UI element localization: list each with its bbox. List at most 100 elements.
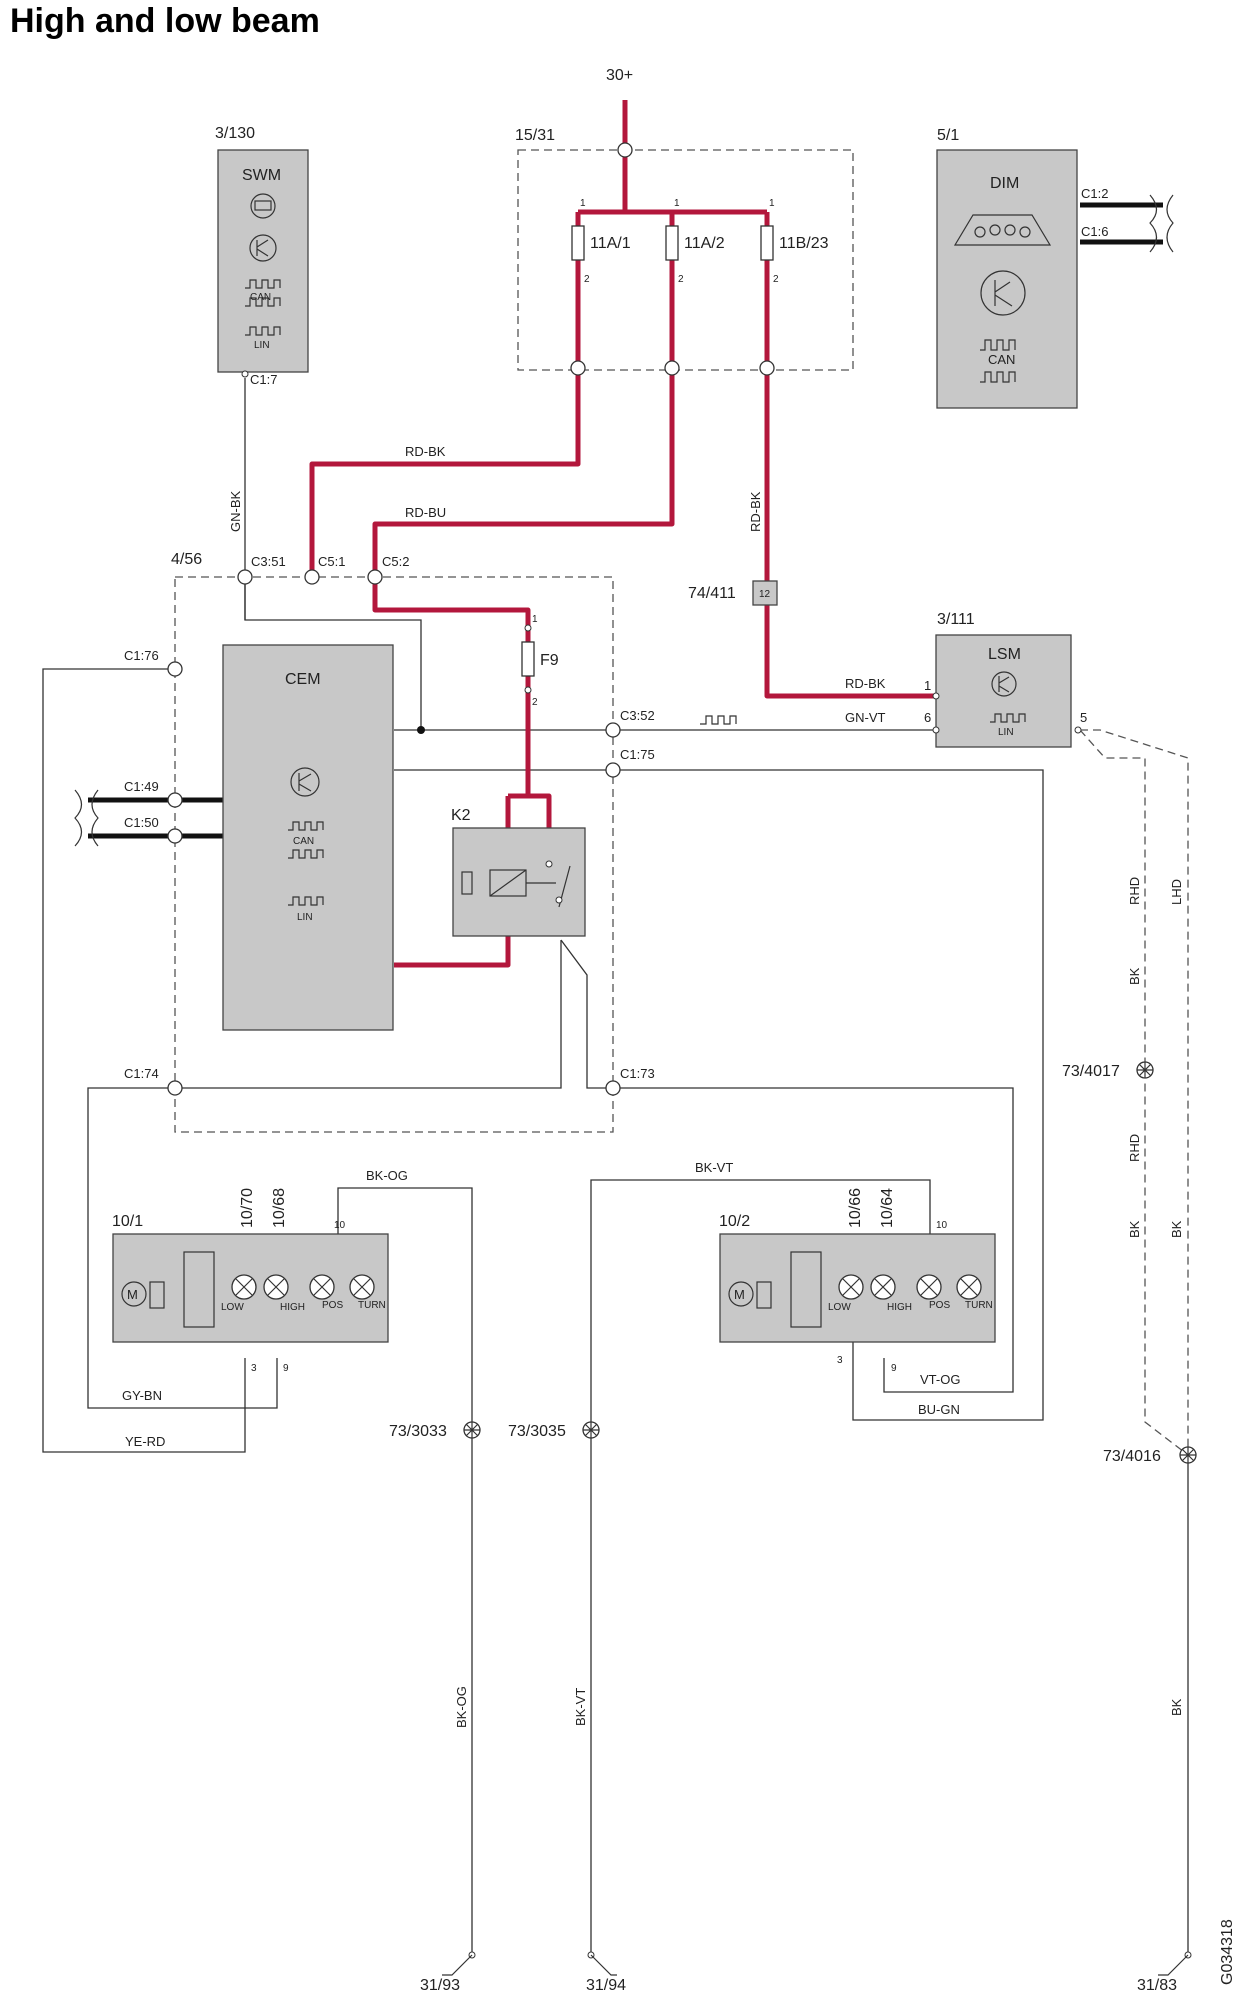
instrument-cluster-icon	[953, 214, 1052, 246]
cem-connector-nodes	[167, 569, 621, 1096]
hl-left-bulb2: 10/68	[271, 1188, 288, 1228]
hl-right-ref: 10/2	[719, 1213, 750, 1230]
lsm-ref: 3/111	[937, 611, 975, 628]
swm-can: CAN	[250, 292, 271, 303]
wire-gn-bk: GN-BK	[228, 491, 243, 533]
cem-can: CAN	[293, 836, 314, 847]
cem-c174: C1:74	[124, 1066, 159, 1081]
hl-right-pin10: 10	[936, 1220, 948, 1231]
rhd-lhd-routing	[1079, 729, 1189, 1456]
hl-left-motor: M	[127, 1287, 138, 1302]
hl-right-motor-icon	[728, 1251, 822, 1328]
dim-name: DIM	[990, 175, 1019, 192]
cem-can-icon	[288, 821, 324, 859]
lin-line-signal-icon	[700, 715, 737, 725]
fuse-pin2-c: 2	[773, 274, 779, 285]
hl-right-low: LOW	[828, 1302, 851, 1313]
lsm-pin1: 1	[924, 678, 931, 693]
fuse-11a2: 11A/2	[684, 235, 725, 252]
swm-connector	[241, 370, 249, 378]
cem-c173: C1:73	[620, 1066, 655, 1081]
relay-coil-icon	[461, 860, 571, 908]
fuse-pin2-b: 2	[678, 274, 684, 285]
cem-c150: C1:50	[124, 815, 159, 830]
dim-c12: C1:2	[1081, 186, 1108, 201]
relay-k2	[452, 827, 586, 937]
wire-rd-bk-2: RD-BK	[748, 491, 763, 532]
dim-can: CAN	[988, 352, 1015, 367]
splice-icons	[463, 1061, 1197, 1464]
dim-can-icon	[980, 339, 1016, 383]
fuse-box-ref: 15/31	[515, 127, 555, 144]
fuse-f9	[521, 641, 535, 677]
wire-gn-vt: GN-VT	[845, 710, 886, 725]
hl-left-motor-icon	[121, 1251, 215, 1328]
cem-name: CEM	[285, 671, 321, 688]
lin-signal-icon	[245, 326, 281, 336]
hl-right-motor: M	[734, 1287, 745, 1302]
swm-name: SWM	[242, 167, 281, 184]
swm-ref: 3/130	[215, 125, 255, 142]
wire-rd-bu: RD-BU	[405, 505, 446, 520]
swm-c17: C1:7	[250, 372, 277, 387]
headlamp-right	[719, 1233, 996, 1343]
cem-transistor-icon	[290, 767, 320, 797]
wire-bk-c: BK	[1169, 1220, 1184, 1238]
wire-bk-down: BK	[1169, 1698, 1184, 1716]
wire-rd-bk-1: RD-BK	[405, 444, 446, 459]
cem-lin-icon	[288, 896, 324, 906]
j74411-ref: 74/411	[688, 585, 736, 602]
hl-left-pos: POS	[322, 1300, 343, 1311]
hl-right-pos: POS	[929, 1300, 950, 1311]
hl-left-pin3: 3	[251, 1363, 257, 1374]
fuse-pin2-a: 2	[584, 274, 590, 285]
wire-vt-og: VT-OG	[920, 1372, 960, 1387]
lsm-module	[935, 634, 1072, 748]
hl-right-bulb2: 10/64	[879, 1188, 896, 1228]
wire-gy-bn: GY-BN	[122, 1388, 162, 1403]
lsm-transistor-icon	[991, 671, 1017, 697]
transistor-icon	[249, 234, 277, 262]
fuse-pin1-c: 1	[769, 198, 775, 209]
junction-74-411	[752, 580, 778, 606]
splice-3035: 73/3035	[508, 1423, 566, 1440]
hl-left-bulb-icons	[231, 1274, 375, 1300]
supply-node	[617, 142, 633, 158]
hl-left-high: HIGH	[280, 1302, 305, 1313]
fuse-symbols	[571, 225, 774, 261]
ground-icons	[442, 1951, 1192, 1976]
cem-module	[222, 644, 394, 1031]
wire-bk-b: BK	[1127, 1220, 1142, 1238]
cem-ref: 4/56	[171, 551, 202, 568]
k2-label: K2	[451, 807, 471, 824]
wire-lhd: LHD	[1169, 879, 1184, 905]
ground-31-83: 31/83	[1137, 1977, 1177, 1994]
cem-outline	[174, 576, 614, 1133]
f9-label: F9	[540, 652, 559, 669]
fuse-11a1: 11A/1	[590, 235, 631, 252]
cem-lin: LIN	[297, 912, 313, 923]
lsm-lin: LIN	[998, 727, 1014, 738]
fuse-pin1-b: 1	[674, 198, 680, 209]
cem-c352: C3:52	[620, 708, 655, 723]
wire-bk-vt: BK-VT	[695, 1160, 733, 1175]
fuse-node-1	[570, 360, 586, 376]
dim-transistor-icon	[980, 270, 1026, 316]
diagram-title: High and low beam	[10, 2, 320, 40]
wire-bk-og: BK-OG	[366, 1168, 408, 1183]
fuse-node-2	[664, 360, 680, 376]
splice-3033: 73/3033	[389, 1423, 447, 1440]
splice-4016: 73/4016	[1103, 1448, 1161, 1465]
can-signal-icon	[245, 279, 281, 307]
splice-4017: 73/4017	[1062, 1063, 1120, 1080]
hl-right-bulb1: 10/66	[847, 1188, 864, 1228]
cem-c51: C5:1	[318, 554, 345, 569]
fuse-box-outline	[517, 149, 854, 371]
dim-ref: 5/1	[937, 127, 959, 144]
lsm-pin6: 6	[924, 710, 931, 725]
wire-rhd-2: RHD	[1127, 1134, 1142, 1162]
power-wires	[309, 100, 936, 968]
cem-c351: C3:51	[251, 554, 286, 569]
wire-bu-gn: BU-GN	[918, 1402, 960, 1417]
